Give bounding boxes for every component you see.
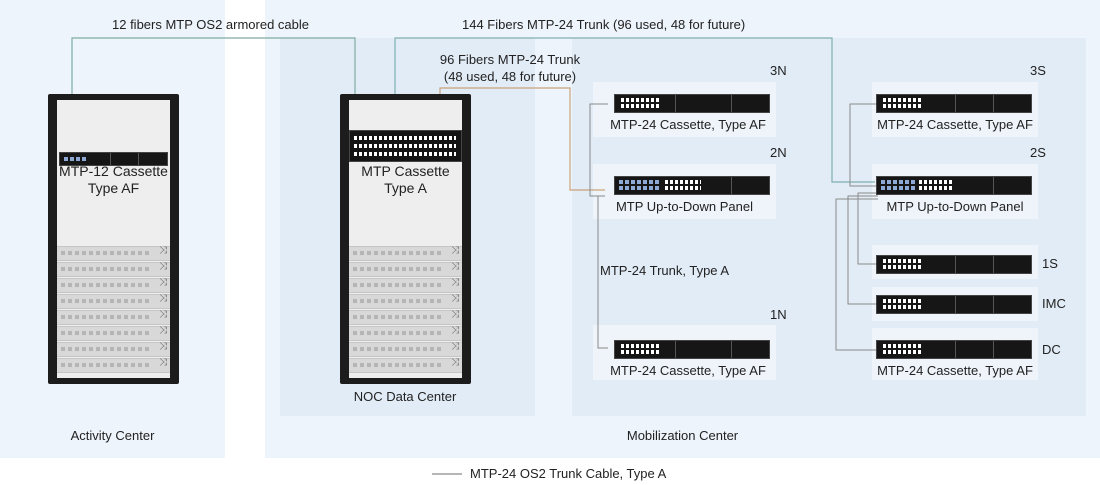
tag-1s: 1S bbox=[1042, 256, 1058, 271]
trunk-type-a-label: MTP-24 Trunk, Type A bbox=[600, 263, 730, 278]
noc-cassette-label-1: MTP Cassette bbox=[361, 163, 450, 179]
tag-2n: 2N bbox=[770, 145, 787, 160]
label-3s: MTP-24 Cassette, Type AF bbox=[877, 117, 1033, 132]
tag-2s: 2S bbox=[1030, 145, 1046, 160]
up-down-panel-2s bbox=[876, 176, 1032, 195]
patch-panel bbox=[57, 293, 170, 309]
cassette-ports bbox=[354, 136, 456, 140]
label-dc: MTP-24 Cassette, Type AF bbox=[877, 363, 1033, 378]
patch-panel bbox=[349, 293, 462, 309]
cassette-imc bbox=[876, 295, 1032, 314]
cassette-1s bbox=[876, 255, 1032, 274]
legend-label: MTP-24 OS2 Trunk Cable, Type A bbox=[470, 466, 667, 481]
patch-panel bbox=[349, 261, 462, 277]
patch-panel bbox=[349, 341, 462, 357]
label-3n: MTP-24 Cassette, Type AF bbox=[610, 117, 766, 132]
patch-panel bbox=[349, 357, 462, 373]
noc-data-center-label: NOC Data Center bbox=[353, 389, 457, 404]
tag-imc: IMC bbox=[1042, 296, 1066, 311]
patch-panel bbox=[57, 245, 170, 261]
activity-cassette-label-2: Type AF bbox=[87, 180, 140, 196]
mobilization-center-label: Mobilization Center bbox=[626, 428, 739, 443]
patch-panel bbox=[57, 309, 170, 325]
south-line-3s bbox=[849, 103, 878, 187]
patch-panel bbox=[57, 357, 170, 373]
north-line-1n bbox=[597, 195, 608, 349]
south-line-dc bbox=[835, 198, 878, 351]
cassette-ports bbox=[354, 144, 456, 148]
patch-panel bbox=[57, 261, 170, 277]
patch-panel bbox=[349, 245, 462, 261]
up-down-panel-2n bbox=[614, 176, 770, 195]
south-line-1s bbox=[857, 192, 878, 265]
cassette-1n bbox=[614, 340, 770, 359]
tag-dc: DC bbox=[1042, 342, 1061, 357]
armored-cable-label: 12 fibers MTP OS2 armored cable bbox=[112, 17, 310, 32]
tag-3n: 3N bbox=[770, 63, 787, 78]
cassette-dc bbox=[876, 340, 1032, 359]
activity-center-label: Activity Center bbox=[70, 428, 155, 443]
patch-panel bbox=[349, 309, 462, 325]
activity-rack-interior bbox=[57, 100, 170, 378]
cassette-3n bbox=[614, 94, 770, 113]
noc-cassette-label-2: Type A bbox=[384, 180, 427, 196]
mtp-cassette-type-a bbox=[349, 130, 462, 162]
noc-rack-interior bbox=[349, 100, 462, 378]
mtp12-cassette bbox=[59, 152, 168, 166]
label-1n: MTP-24 Cassette, Type AF bbox=[610, 363, 766, 378]
patch-panel bbox=[57, 325, 170, 341]
patch-panel bbox=[349, 325, 462, 341]
cassette-3s bbox=[876, 94, 1032, 113]
trunk-96-label-2: (48 used, 48 for future) bbox=[443, 69, 577, 84]
activity-rack bbox=[48, 94, 179, 384]
activity-cassette-label-1: MTP-12 Cassette bbox=[59, 163, 168, 179]
south-line-imc bbox=[847, 195, 878, 305]
label-2n: MTP Up-to-Down Panel bbox=[615, 199, 754, 214]
cassette-ports bbox=[354, 152, 456, 156]
trunk-96-label-1: 96 Fibers MTP-24 Trunk bbox=[439, 52, 581, 67]
tag-3s: 3S bbox=[1030, 63, 1046, 78]
label-2s: MTP Up-to-Down Panel bbox=[886, 199, 1024, 214]
tag-1n: 1N bbox=[770, 307, 787, 322]
noc-rack bbox=[340, 94, 471, 384]
cassette-ports bbox=[64, 157, 88, 161]
trunk-144-line bbox=[394, 37, 875, 183]
patch-panel bbox=[349, 277, 462, 293]
patch-panel bbox=[57, 277, 170, 293]
patch-panel bbox=[57, 341, 170, 357]
trunk-144-label: 144 Fibers MTP-24 Trunk (96 used, 48 for… bbox=[462, 17, 746, 32]
